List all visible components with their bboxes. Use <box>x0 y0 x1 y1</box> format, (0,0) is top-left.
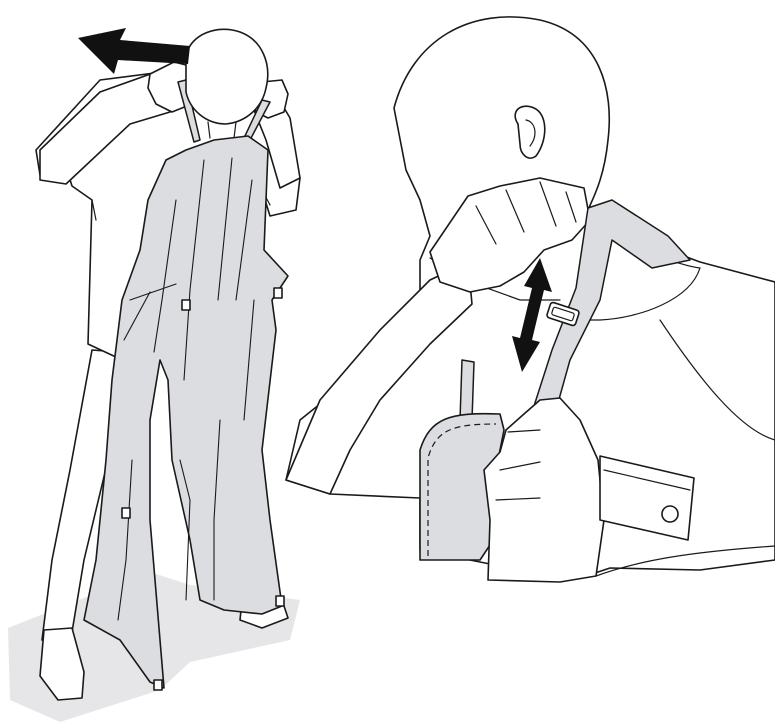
apron-tab <box>274 288 282 298</box>
apron-tab <box>276 596 284 606</box>
lower-strap <box>460 360 474 420</box>
right-panel <box>286 17 775 582</box>
apron-tab <box>182 300 190 310</box>
left-panel <box>8 28 300 722</box>
apron-tab <box>154 680 162 690</box>
pocket-button <box>662 506 678 522</box>
head <box>186 29 268 124</box>
apron-tab <box>122 508 130 518</box>
